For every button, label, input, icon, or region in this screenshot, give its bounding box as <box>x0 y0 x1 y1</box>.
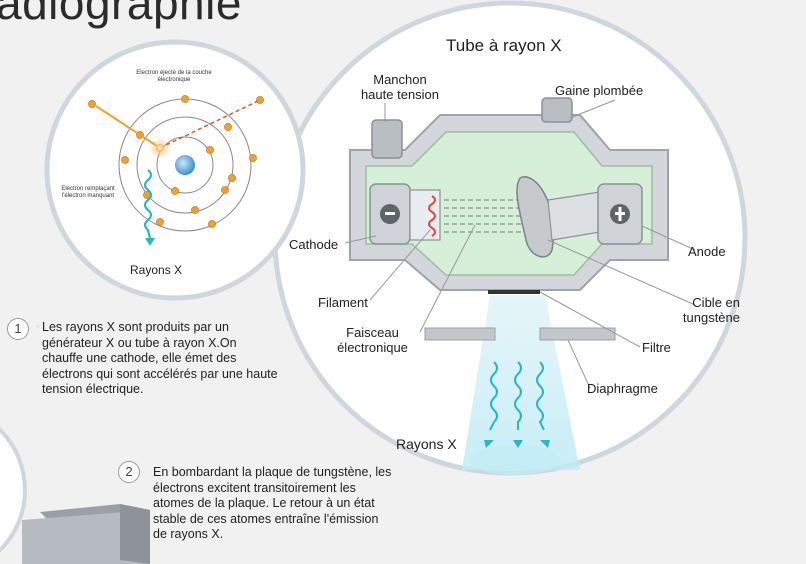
tube-title: Tube à rayon X <box>446 36 562 55</box>
label-filament: Filament <box>318 295 368 310</box>
label-atom-rays: Rayons X <box>130 263 183 277</box>
partial-circle <box>0 427 27 553</box>
step-1-number: 1 <box>7 318 29 340</box>
label-faisceau: Faisceau électronique <box>337 325 408 355</box>
label-manchon: Manchon haute tension <box>360 72 440 102</box>
label-anode: Anode <box>688 244 726 259</box>
tube-xray-arrows <box>489 361 545 431</box>
step-2-number: 2 <box>118 461 140 483</box>
step-2-text: En bombardant la plaque de tungstène, le… <box>153 465 392 541</box>
diaphragm-right <box>539 327 616 341</box>
label-diaphragme: Diaphragme <box>587 381 658 396</box>
atom-circle <box>44 39 306 301</box>
label-gaine: Gaine plombée <box>555 83 644 98</box>
atom-diagram <box>88 95 264 246</box>
label-replacing-electron: Electron remplaçant l'électron manquant <box>61 186 115 199</box>
plate-illustration <box>22 504 150 564</box>
label-ejected-electron: Electron éjecté de la couche électroniqu… <box>136 70 212 83</box>
diaphragm-left <box>424 327 496 341</box>
label-cathode: Cathode <box>289 237 339 252</box>
leader-lines <box>344 99 696 389</box>
tube-housing <box>349 97 669 294</box>
label-tube-rays: Rayons X <box>396 436 457 452</box>
label-cible: Cible en tungstène <box>682 295 740 325</box>
label-filtre: Filtre <box>642 340 671 355</box>
step-1-text: Les rayons X sont produits par un généra… <box>42 320 278 396</box>
page-title: adiographie <box>0 0 242 29</box>
